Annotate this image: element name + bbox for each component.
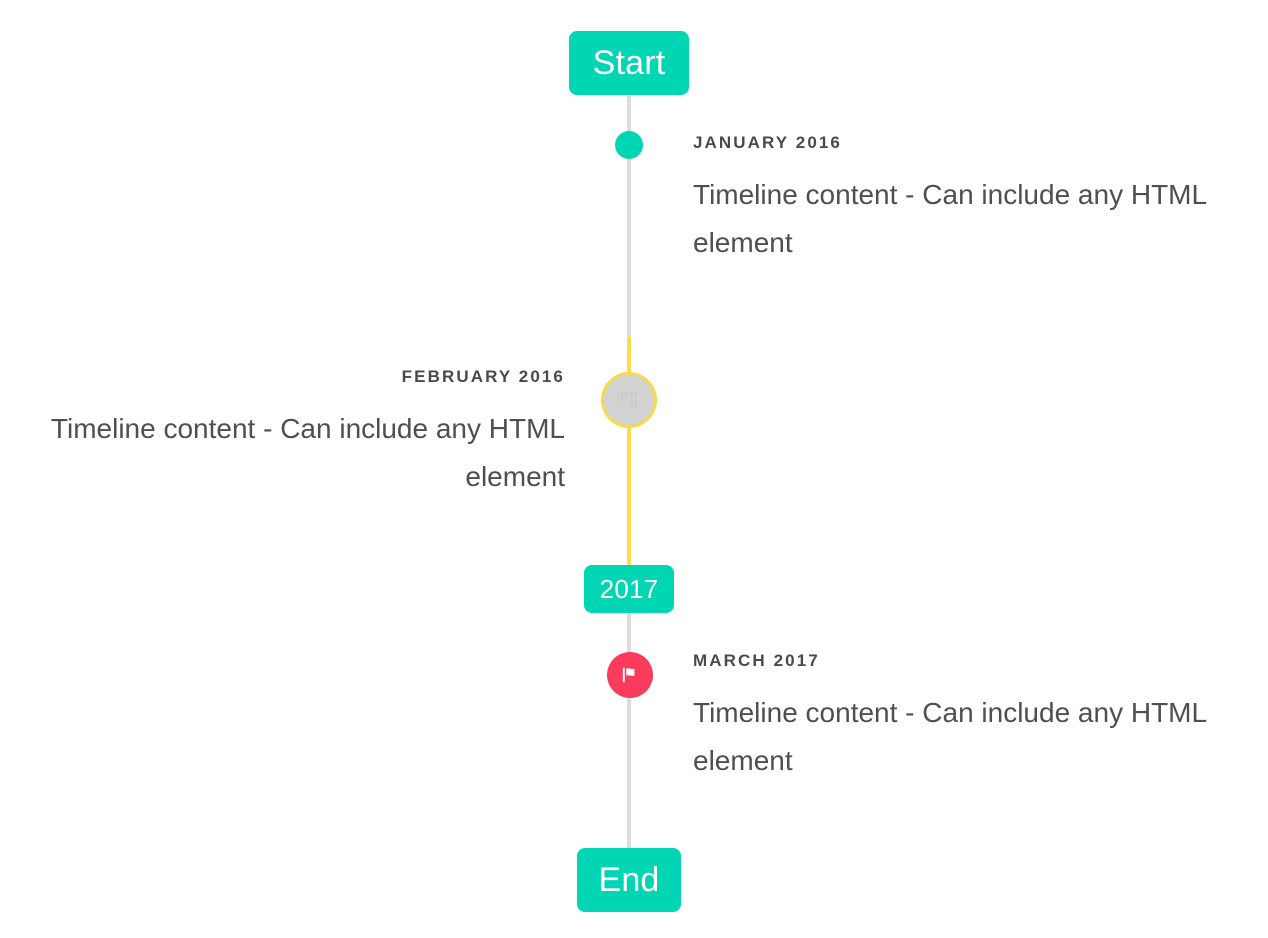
timeline-marker-february[interactable] (601, 372, 657, 428)
timeline-axis-segment-top (627, 95, 631, 336)
event-date-january: January 2016 (693, 133, 842, 152)
timeline-marker-march[interactable] (607, 652, 653, 698)
timeline-event-january: January 2016 Timeline content - Can incl… (693, 133, 1223, 267)
event-date-march: March 2017 (693, 651, 820, 670)
timeline-start-badge[interactable]: Start (569, 31, 689, 95)
event-body-march: Timeline content - Can include any HTML … (693, 697, 1207, 776)
timeline-middle-badge[interactable]: 2017 (584, 565, 674, 613)
timeline-event-february: February 2016 Timeline content - Can inc… (40, 367, 565, 501)
timeline-marker-january[interactable] (615, 131, 643, 159)
event-body-january: Timeline content - Can include any HTML … (693, 179, 1207, 258)
timeline-middle-label: 2017 (599, 573, 659, 604)
flag-icon (622, 667, 635, 683)
timeline-end-label: End (598, 860, 660, 899)
timeline-end-badge[interactable]: End (577, 848, 681, 912)
event-date-february: February 2016 (401, 367, 565, 386)
broken-image-icon (620, 392, 638, 408)
timeline-event-march: March 2017 Timeline content - Can includ… (693, 651, 1223, 785)
timeline-axis-segment-highlight (627, 336, 631, 565)
event-body-february: Timeline content - Can include any HTML … (50, 413, 565, 492)
timeline-start-label: Start (592, 43, 666, 82)
timeline-axis-segment-bottom (627, 613, 631, 850)
